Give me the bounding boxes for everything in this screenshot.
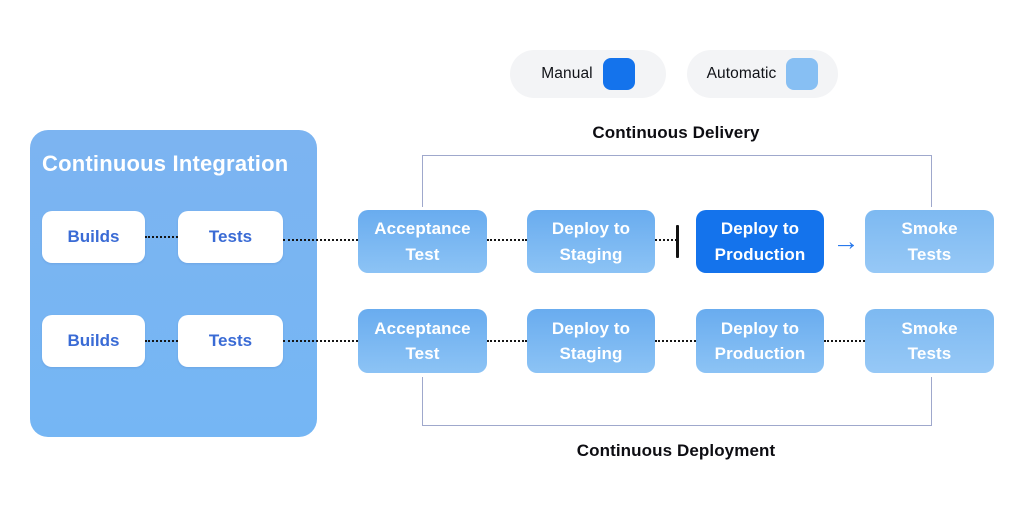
- delivery-bracket: [422, 155, 932, 207]
- step-deploy-production-row1: Deploy to Production: [696, 210, 824, 273]
- step-deploy-staging-row2: Deploy to Staging: [527, 309, 655, 373]
- step-smoke-tests-row2: Smoke Tests: [865, 309, 994, 373]
- dotted-connector: [145, 340, 178, 342]
- legend-manual: Manual: [510, 50, 666, 98]
- dotted-connector: [283, 340, 358, 342]
- step-smoke-tests-row1: Smoke Tests: [865, 210, 994, 273]
- step-acceptance-test-row1: Acceptance Test: [358, 210, 487, 273]
- legend-automatic: Automatic: [687, 50, 838, 98]
- continuous-integration-title: Continuous Integration: [42, 151, 289, 176]
- auto-arrow-icon: →: [832, 226, 860, 256]
- manual-color-swatch-icon: [602, 58, 635, 90]
- dotted-connector: [145, 236, 178, 238]
- step-deploy-staging-row1: Deploy to Staging: [527, 210, 655, 273]
- manual-gate-bar-icon: [676, 225, 679, 258]
- deployment-bracket: [422, 377, 932, 426]
- step-acceptance-test-row2: Acceptance Test: [358, 309, 487, 373]
- automatic-color-swatch-icon: [786, 58, 819, 90]
- continuous-delivery-title: Continuous Delivery: [592, 123, 760, 142]
- ci-tests-box-row2: Tests: [178, 315, 283, 367]
- dotted-connector: [655, 239, 677, 241]
- continuous-deployment-title: Continuous Deployment: [576, 441, 776, 460]
- ci-builds-box-row1: Builds: [42, 211, 145, 263]
- step-deploy-production-row2: Deploy to Production: [696, 309, 824, 373]
- dotted-connector: [283, 239, 358, 241]
- legend-automatic-label: Automatic: [706, 65, 777, 82]
- continuous-integration-container: [30, 130, 317, 437]
- dotted-connector: [824, 340, 865, 342]
- legend-manual-label: Manual: [541, 65, 593, 82]
- dotted-connector: [487, 239, 527, 241]
- dotted-connector: [487, 340, 527, 342]
- ci-tests-box-row1: Tests: [178, 211, 283, 263]
- ci-builds-box-row2: Builds: [42, 315, 145, 367]
- dotted-connector: [655, 340, 696, 342]
